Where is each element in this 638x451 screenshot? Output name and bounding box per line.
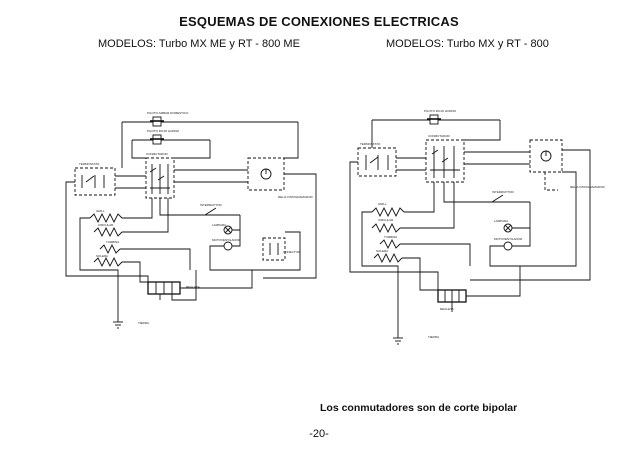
right-wiring	[349, 120, 591, 312]
right-circular-resistor: CIRCULAR	[371, 218, 401, 234]
right-label-relay: RELOJ PROGRAMADOR	[570, 185, 606, 189]
left-label-interrupter: INTERRUPTOR	[200, 203, 222, 207]
right-label-motor: MOTOVENTILADOR	[494, 237, 523, 241]
right-label-switch: CONMUTADOR	[428, 134, 450, 138]
right-label-bottom-res: SOLERA	[376, 249, 388, 253]
left-switch: CONMUTADOR	[145, 152, 175, 199]
right-turbine: TURBINA	[379, 235, 401, 250]
left-label-turbine: TURBINA	[106, 240, 119, 244]
page-number: -20-	[309, 428, 329, 440]
left-label-pilot-red: PILOTO ROJO HORNO	[147, 129, 180, 133]
left-thermostat: TERMOSTATO	[74, 162, 116, 196]
models-left-label: MODELOS: Turbo MX ME y RT - 800 ME	[98, 38, 300, 50]
right-label-thermostat: TERMOSTATO	[360, 142, 381, 146]
left-pilot-amber: PILOTO AMBAR DOMESTICO	[122, 111, 298, 127]
left-lamp: LAMPARA	[212, 223, 233, 235]
left-label-motor: MOTOVENTILADOR	[212, 238, 241, 242]
right-earth: TIERRA	[393, 272, 439, 345]
left-bottom-resistor: SOLERA	[93, 254, 123, 268]
models-right-label: MODELOS: Turbo MX y RT - 800	[386, 38, 549, 50]
right-interrupter: INTERRUPTOR	[478, 190, 530, 203]
right-switch: CONMUTADOR	[425, 134, 465, 183]
right-relay: RELOJ PROGRAMADOR	[529, 139, 606, 189]
bipolar-note: Los conmutadores son de corte bipolar	[320, 402, 518, 414]
left-label-lamp: LAMPARA	[212, 223, 226, 227]
left-connector: CONECTOR	[262, 237, 301, 261]
left-grill-resistor: GRILL	[89, 209, 123, 224]
right-diagram: PILOTO ROJO HORNO TERMOSTATO CONMUTADOR	[349, 109, 606, 345]
left-label-circular: CIRCULAR	[98, 223, 114, 227]
left-motor: MOTOVENTILADOR	[212, 238, 241, 251]
left-circular-resistor: CIRCULAR	[93, 223, 123, 238]
right-label-grill: GRILL	[378, 202, 387, 206]
right-bottom-resistor: SOLERA	[373, 249, 403, 264]
right-label-interrupter: INTERRUPTOR	[492, 190, 514, 194]
left-label-grill: GRILL	[96, 209, 105, 213]
right-terminal-strip: REGLETA	[437, 289, 467, 311]
left-earth: TIERRA	[113, 278, 149, 329]
left-label-bottom-res: SOLERA	[96, 254, 108, 258]
right-label-turbine: TURBINA	[384, 235, 397, 239]
left-label-thermostat: TERMOSTATO	[79, 162, 100, 166]
left-label-relay: RELOJ PROGRAMADOR	[278, 195, 314, 199]
right-label-terminal: REGLETA	[440, 307, 454, 311]
right-thermostat: TERMOSTATO	[357, 142, 397, 177]
left-label-terminal: REGLETA	[186, 285, 200, 289]
left-diagram: PILOTO AMBAR DOMESTICO PILOTO ROJO HORNO…	[65, 111, 317, 329]
right-label-lamp: LAMPARA	[494, 219, 508, 223]
right-grill-resistor: GRILL	[371, 202, 405, 218]
left-label-switch: CONMUTADOR	[146, 152, 168, 156]
left-label-pilot-amber: PILOTO AMBAR DOMESTICO	[147, 111, 189, 115]
page-title: ESQUEMAS DE CONEXIONES ELECTRICAS	[179, 14, 459, 29]
left-label-connector: CONECTOR	[283, 250, 301, 254]
right-pilot-red: PILOTO ROJO HORNO	[372, 109, 500, 125]
left-label-earth: TIERRA	[138, 321, 149, 325]
left-wiring	[65, 122, 317, 301]
right-motor: MOTOVENTILADOR	[494, 237, 523, 251]
left-relay: RELOJ PROGRAMADOR	[247, 157, 314, 199]
right-lamp: LAMPARA	[494, 219, 513, 233]
right-label-circular: CIRCULAR	[378, 218, 394, 222]
right-label-pilot-red: PILOTO ROJO HORNO	[424, 109, 457, 113]
left-pilot-red: PILOTO ROJO HORNO	[132, 129, 210, 145]
right-label-earth: TIERRA	[428, 335, 439, 339]
left-turbine: TURBINA	[99, 240, 121, 255]
left-interrupter: INTERRUPTOR	[192, 203, 240, 216]
